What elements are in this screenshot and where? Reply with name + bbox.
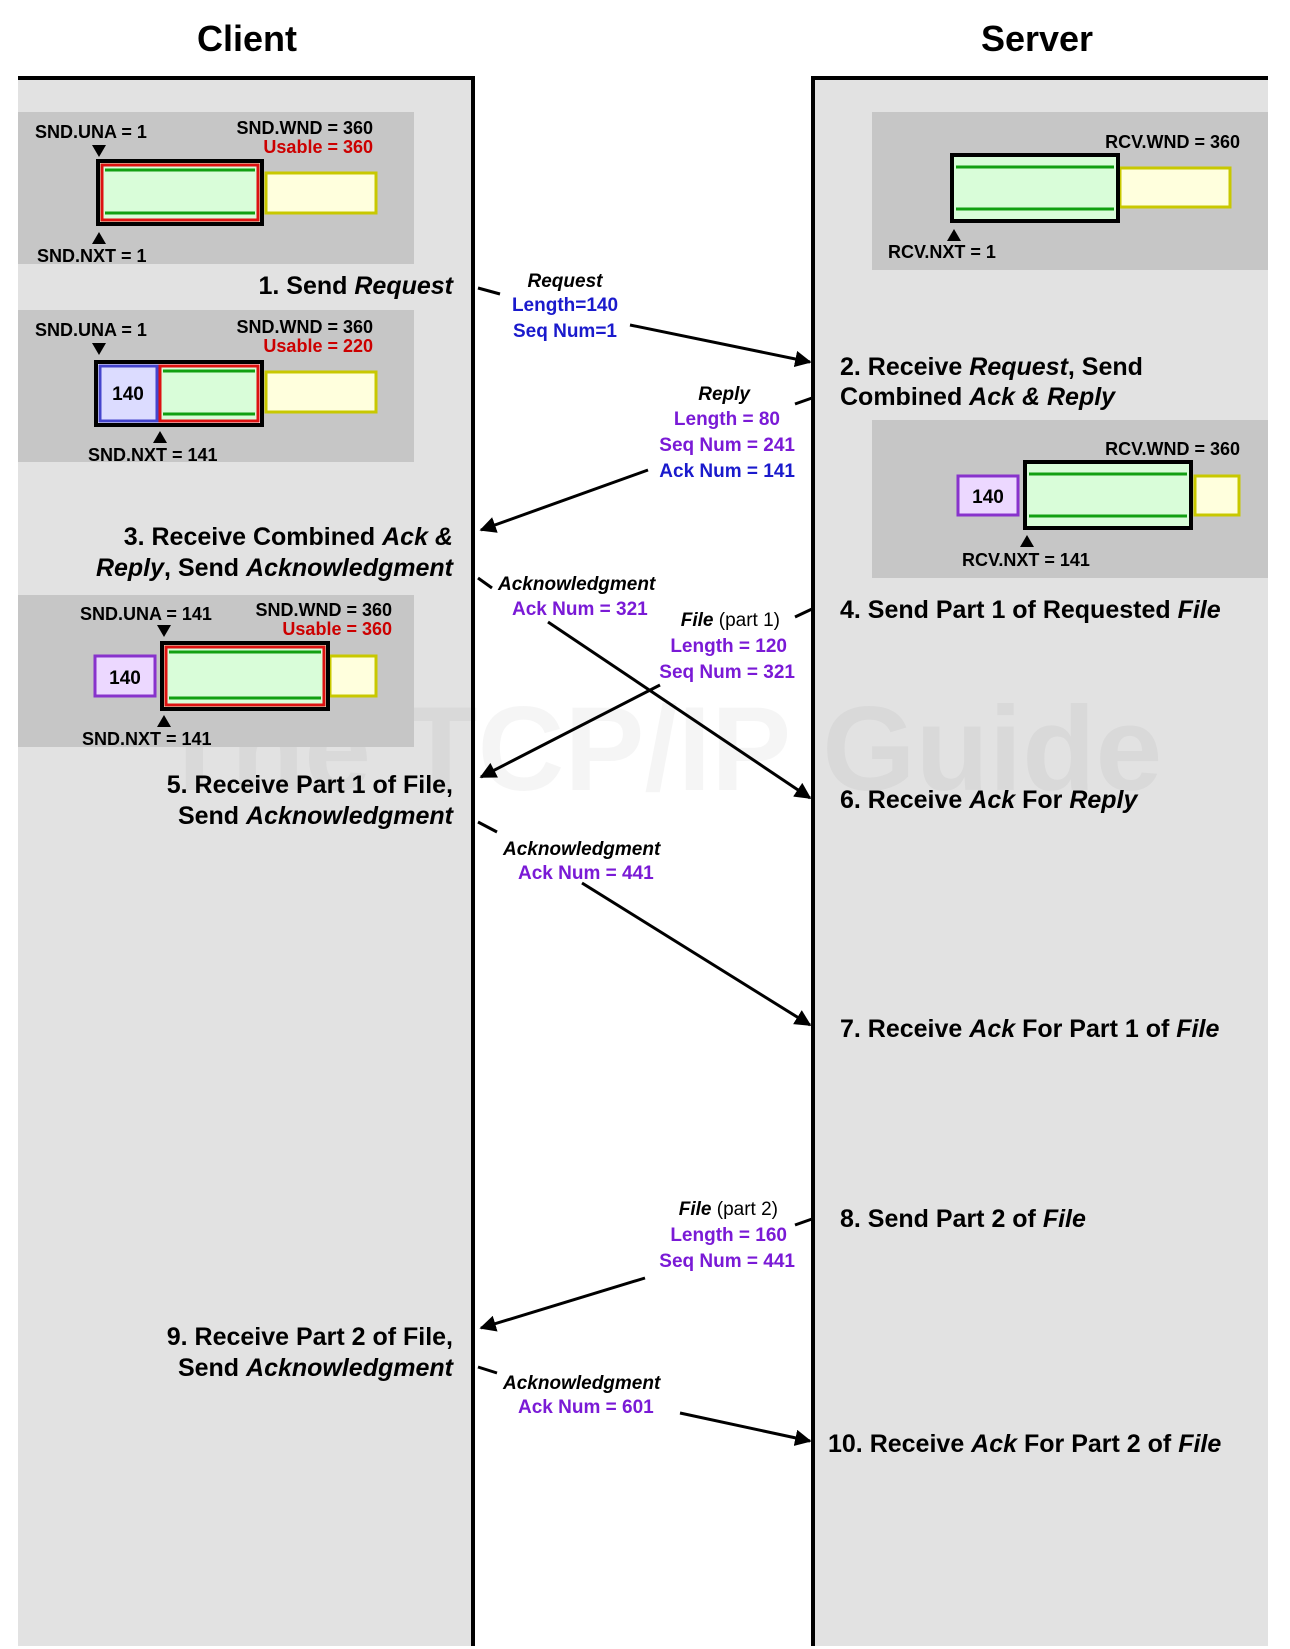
step-2-label-line2: Combined Ack & Reply: [840, 383, 1116, 411]
step-10-label: 10. Receive Ack For Part 2 of File: [828, 1430, 1221, 1458]
reply-arrow: [479, 396, 813, 533]
snd-una-label: SND.UNA = 141: [80, 604, 212, 624]
step-8-label: 8. Send Part 2 of File: [840, 1205, 1086, 1233]
snd-wnd-label: SND.WND = 360: [236, 317, 373, 337]
request-arrow: [477, 286, 812, 368]
client-window-box-1: SND.UNA = 1 SND.WND = 360 Usable = 360 S…: [18, 112, 414, 266]
step-9-label: 9. Receive Part 2 of File,: [167, 1323, 453, 1351]
ack-441-message-name: Acknowledgment: [502, 839, 661, 860]
rcv-wnd-label: RCV.WND = 360: [1105, 439, 1240, 459]
ack-321-message-name: Acknowledgment: [497, 574, 656, 595]
step-3-label-line2: Reply, Send Acknowledgment: [96, 554, 455, 582]
usable-label: Usable = 360: [263, 137, 373, 157]
file-part-1-arrow: [479, 607, 813, 779]
file-part-2-message-name: File (part 2): [679, 1199, 778, 1220]
snd-nxt-label: SND.NXT = 1: [37, 246, 147, 266]
usable-label: Usable = 220: [263, 336, 373, 356]
segment-140-block: 140: [112, 384, 144, 405]
snd-nxt-label: SND.NXT = 141: [88, 445, 218, 465]
ack-601-message-name: Acknowledgment: [502, 1373, 661, 1394]
ack-441-ack-num: Ack Num = 441: [518, 863, 654, 884]
step-2-label: 2. Receive Request, Send: [840, 353, 1143, 381]
snd-una-label: SND.UNA = 1: [35, 122, 147, 142]
ack-601-ack-num: Ack Num = 601: [518, 1397, 654, 1418]
step-7-label: 7. Receive Ack For Part 1 of File: [840, 1015, 1219, 1043]
file-part-1-length: Length = 120: [670, 636, 787, 657]
request-seq-num: Seq Num=1: [513, 321, 617, 342]
step-9-label-line2: Send Acknowledgment: [178, 1354, 455, 1382]
reply-length: Length = 80: [674, 409, 780, 430]
usable-label: Usable = 360: [282, 619, 392, 639]
step-3-label: 3. Receive Combined Ack &: [124, 523, 453, 551]
step-5-label: 5. Receive Part 1 of File,: [167, 771, 453, 799]
server-window-box-2: 140 RCV.WND = 360 RCV.NXT = 141: [872, 420, 1268, 578]
segment-140-block: 140: [109, 668, 141, 689]
ack-321-ack-num: Ack Num = 321: [512, 599, 648, 620]
ack-321-arrow: [477, 576, 812, 800]
file-part-1-seq-num: Seq Num = 321: [659, 662, 795, 683]
client-window-box-3: 140 SND.UNA = 141 SND.WND = 360 Usable =…: [18, 595, 414, 749]
segment-140-block: 140: [972, 487, 1004, 508]
file-part-1-message-name: File (part 1): [681, 610, 780, 631]
rcv-nxt-label: RCV.NXT = 1: [888, 242, 996, 262]
snd-wnd-label: SND.WND = 360: [236, 118, 373, 138]
ack-441-arrow: [477, 820, 812, 1027]
snd-una-label: SND.UNA = 1: [35, 320, 147, 340]
server-panel-border: [811, 76, 1268, 1646]
request-length: Length=140: [512, 295, 618, 316]
server-window-box-1: RCV.WND = 360 RCV.NXT = 1: [872, 112, 1268, 270]
server-header: Server: [981, 18, 1093, 59]
step-5-label-line2: Send Acknowledgment: [178, 802, 455, 830]
reply-message-name: Reply: [698, 384, 751, 405]
step-4-label: 4. Send Part 1 of Requested File: [840, 596, 1221, 624]
rcv-nxt-label: RCV.NXT = 141: [962, 550, 1090, 570]
request-message-name: Request: [528, 271, 604, 292]
client-window-box-2: 140 SND.UNA = 1 SND.WND = 360 Usable = 2…: [18, 310, 414, 465]
client-header: Client: [197, 18, 297, 59]
rcv-wnd-label: RCV.WND = 360: [1105, 132, 1240, 152]
step-1-label: 1. Send Request: [258, 272, 454, 300]
reply-ack-num: Ack Num = 141: [659, 461, 795, 482]
snd-nxt-label: SND.NXT = 141: [82, 729, 212, 749]
file-part-2-arrow: [479, 1217, 813, 1332]
server-panel: [813, 78, 1268, 1646]
ack-601-arrow: [477, 1365, 812, 1446]
reply-seq-num: Seq Num = 241: [659, 435, 795, 456]
file-part-2-seq-num: Seq Num = 441: [659, 1251, 795, 1272]
step-6-label: 6. Receive Ack For Reply: [840, 786, 1138, 814]
file-part-2-length: Length = 160: [670, 1225, 787, 1246]
client-panel-border: [18, 76, 475, 1646]
snd-wnd-label: SND.WND = 360: [255, 600, 392, 620]
